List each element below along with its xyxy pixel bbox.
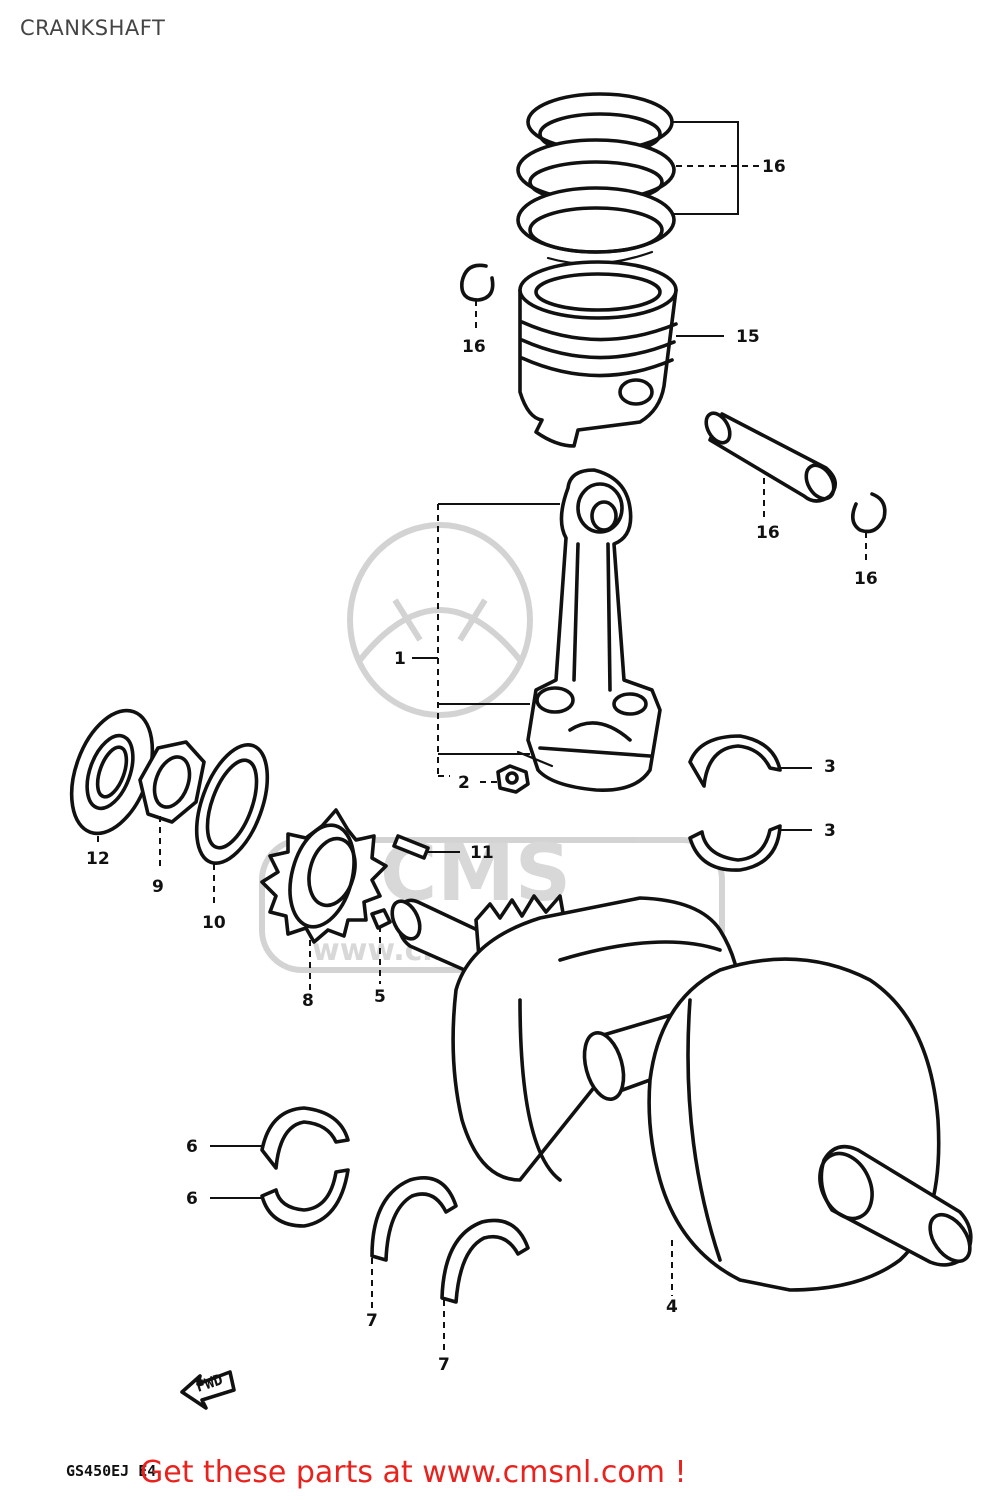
page-title: CRANKSHAFT (20, 16, 166, 40)
callout-7-right[interactable]: 7 (438, 1355, 450, 1375)
callout-6-upper[interactable]: 6 (186, 1137, 198, 1157)
diagram-code: GS450EJ E4 (66, 1462, 156, 1480)
circlip-right[interactable] (851, 492, 887, 534)
washer[interactable] (183, 735, 282, 872)
callout-11[interactable]: 11 (470, 843, 494, 863)
rod-nut[interactable] (496, 750, 554, 794)
circlip-left[interactable] (460, 263, 495, 302)
crankshaft[interactable] (387, 894, 978, 1292)
callout-3-lower[interactable]: 3 (824, 821, 836, 841)
thrust-washers[interactable] (370, 1176, 530, 1304)
oil-seal[interactable] (56, 700, 167, 845)
callout-10[interactable]: 10 (202, 913, 226, 933)
callout-7-left[interactable]: 7 (366, 1311, 378, 1331)
callout-numbers: 16 15 16 16 16 1 2 3 3 11 12 9 10 8 5 4 … (86, 157, 878, 1375)
callout-12[interactable]: 12 (86, 849, 110, 869)
callout-2[interactable]: 2 (458, 773, 470, 793)
callout-16-right[interactable]: 16 (854, 569, 878, 589)
callout-3-upper[interactable]: 3 (824, 757, 836, 777)
callout-15[interactable]: 16 (756, 523, 780, 543)
callout-14[interactable]: 16 (762, 157, 786, 177)
callout-13[interactable]: 15 (736, 327, 760, 347)
leader-lines (97, 121, 867, 1350)
callout-16-left[interactable]: 16 (462, 337, 486, 357)
callout-1[interactable]: 1 (394, 649, 406, 669)
piston-ring-set[interactable] (516, 92, 676, 265)
piston-pin[interactable] (701, 409, 839, 503)
primary-drive-gear[interactable] (260, 808, 388, 944)
promo-link[interactable]: Get these parts at www.cmsnl.com ! (140, 1455, 687, 1490)
callout-6-lower[interactable]: 6 (186, 1189, 198, 1209)
callout-5[interactable]: 5 (374, 987, 386, 1007)
piston[interactable] (518, 260, 678, 448)
woodruff-key[interactable] (370, 908, 392, 930)
callout-4[interactable]: 4 (666, 1297, 678, 1317)
connecting-rod[interactable] (526, 468, 662, 792)
rod-bearing-shells[interactable] (688, 734, 782, 872)
forward-arrow-icon: FWD (180, 1370, 236, 1410)
gear-key[interactable] (392, 834, 430, 860)
callout-9[interactable]: 9 (152, 877, 164, 897)
callout-8[interactable]: 8 (302, 991, 314, 1011)
gear-nut[interactable] (138, 740, 206, 824)
main-bearing-shells[interactable] (260, 1106, 350, 1228)
